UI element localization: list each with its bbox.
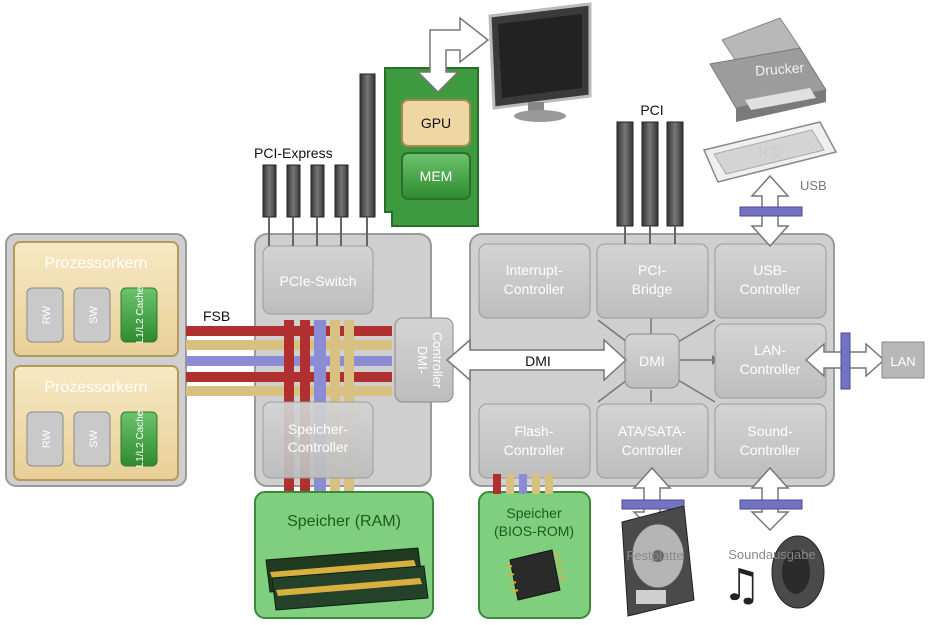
processor-core-2: Prozessorkern RW SW L1/L2 Cache xyxy=(13,365,179,481)
hid-label: HID xyxy=(758,144,782,160)
core-1-cache xyxy=(120,287,158,343)
memory-controller-label-2: Controller xyxy=(288,439,349,455)
fsb-label: FSB xyxy=(203,308,230,324)
lan-port xyxy=(881,341,925,379)
printer-icon: Drucker xyxy=(709,17,827,122)
cpu-package: Prozessorkern RW SW L1/L2 Cache Prozesso… xyxy=(5,233,187,487)
core-1-sw xyxy=(73,287,111,343)
dmi-link: DMI xyxy=(445,338,628,382)
lan-link: LAN xyxy=(804,332,925,390)
core-1-rw-label: RW xyxy=(41,305,53,324)
dmi-controller-label-2: Controller xyxy=(430,332,445,389)
lan-controller-label-2: Controller xyxy=(740,361,801,377)
bios-rom: Speicher (BIOS-ROM) xyxy=(478,474,591,619)
usb-link: USB xyxy=(739,174,827,248)
ata-sata-controller-label-2: Controller xyxy=(622,442,683,458)
speaker-icon: ♫ Soundausgabe xyxy=(722,535,825,611)
core-2-sw-label: SW xyxy=(88,430,100,448)
memory-controller xyxy=(262,401,374,479)
pci-bridge-label-1: PCI- xyxy=(638,262,666,278)
ram-label: Speicher (RAM) xyxy=(287,513,401,530)
gpu-label: GPU xyxy=(421,115,451,131)
ata-sata-controller-label-1: ATA/SATA- xyxy=(618,423,687,439)
sound-link xyxy=(739,466,803,532)
music-note-icon: ♫ xyxy=(722,560,761,611)
sound-controller-label-1: Sound- xyxy=(747,423,792,439)
usb-controller-label-1: USB- xyxy=(753,262,787,278)
disk-label: Festplatte xyxy=(626,548,683,563)
bios-label-2: (BIOS-ROM) xyxy=(494,523,574,539)
pci-slots: PCI xyxy=(616,102,684,244)
core-2-cache-label: L1/L2 Cache xyxy=(135,410,146,467)
graphics-card: GPU MEM xyxy=(384,67,479,227)
ram-module: Speicher (RAM) xyxy=(254,491,434,619)
interrupt-controller xyxy=(478,243,591,319)
video-out-arrow xyxy=(416,16,490,94)
core-1-rw xyxy=(26,287,64,343)
pcie-switch-label: PCIe-Switch xyxy=(279,273,356,289)
dmi-controller-label-1: DMI- xyxy=(415,346,430,374)
printer-label: Drucker xyxy=(755,59,805,78)
usb-controller-label-2: Controller xyxy=(740,281,801,297)
monitor-icon xyxy=(488,2,592,122)
core-2-cache xyxy=(120,411,158,467)
sound-controller-label-2: Controller xyxy=(740,442,801,458)
core-1-sw-label: SW xyxy=(88,306,100,324)
pci-bridge xyxy=(596,243,709,319)
usb-label: USB xyxy=(800,178,827,193)
pcie-slots: PCI-Express xyxy=(254,73,376,246)
hid-keyboard-icon: HID xyxy=(702,121,838,183)
core-2-title: Prozessorkern xyxy=(44,379,147,396)
ata-sata-controller xyxy=(596,403,709,479)
dmi-link-label: DMI xyxy=(525,353,551,369)
core-1-title: Prozessorkern xyxy=(44,255,147,272)
processor-core-1: Prozessorkern RW SW L1/L2 Cache xyxy=(13,241,179,357)
memory-controller-label-1: Speicher- xyxy=(288,421,348,437)
flash-controller-label-1: Flash- xyxy=(515,423,554,439)
pci-label: PCI xyxy=(640,102,663,118)
sound-output-label: Soundausgabe xyxy=(728,547,815,562)
southbridge: Interrupt- Controller PCI- Bridge USB- C… xyxy=(469,233,835,487)
core-2-rw-label: RW xyxy=(41,429,53,448)
lan-label: LAN xyxy=(890,354,915,369)
pci-bridge-label-2: Bridge xyxy=(632,281,673,297)
lan-controller-label-1: LAN- xyxy=(754,342,786,358)
interrupt-controller-label-1: Interrupt- xyxy=(506,262,563,278)
mem-label: MEM xyxy=(420,168,453,184)
bios-label-1: Speicher xyxy=(506,505,562,521)
interrupt-controller-label-2: Controller xyxy=(504,281,565,297)
flash-controller xyxy=(478,403,591,479)
hard-disk-icon: Festplatte xyxy=(621,505,695,617)
core-1-cache-label: L1/L2 Cache xyxy=(135,286,146,343)
southbridge-dmi-label: DMI xyxy=(639,353,665,369)
sound-controller xyxy=(714,403,827,479)
pcie-label: PCI-Express xyxy=(254,145,333,161)
flash-controller-label-2: Controller xyxy=(504,442,565,458)
core-2-sw xyxy=(73,411,111,467)
core-2-rw xyxy=(26,411,64,467)
